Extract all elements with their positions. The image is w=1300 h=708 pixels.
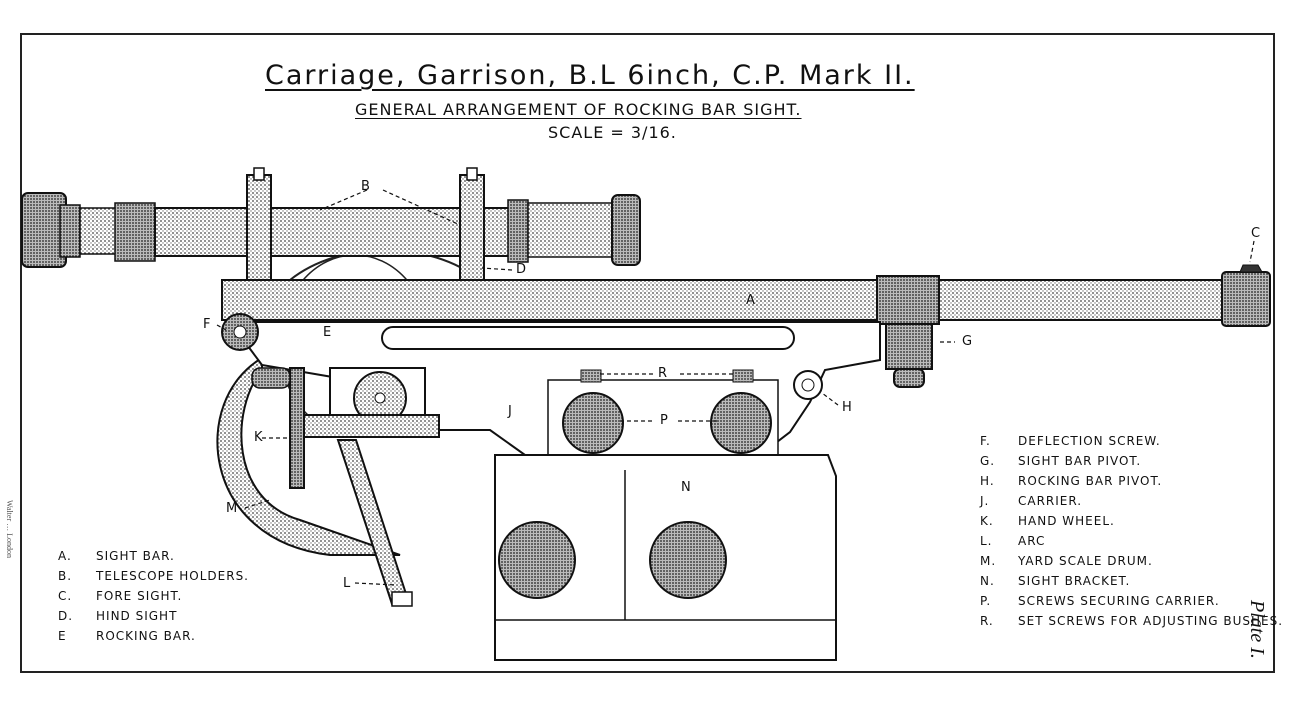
legend-right: F.DEFLECTION SCREW. G.SIGHT BAR PIVOT. H…: [980, 434, 1283, 634]
drawing-title: Carriage, Garrison, B.L 6inch, C.P. Mark…: [265, 60, 915, 91]
printer-imprint: Walter … London: [5, 500, 14, 559]
hand-wheel: [251, 367, 440, 489]
callout-d: D: [516, 262, 527, 277]
callout-k: K: [254, 430, 263, 445]
deflection-screw: [221, 313, 259, 351]
legend-item: R.SET SCREWS FOR ADJUSTING BUSHES.: [980, 614, 1284, 628]
legend-item: H.ROCKING BAR PIVOT.: [980, 474, 1163, 488]
sight-bar: [221, 264, 1271, 327]
sight-bracket: [494, 454, 837, 661]
drawing-subtitle: GENERAL ARRANGEMENT OF ROCKING BAR SIGHT…: [355, 100, 802, 119]
legend-item: A.SIGHT BAR.: [58, 549, 175, 563]
plate-label: Plate I.: [1246, 600, 1268, 659]
arc: [336, 439, 413, 607]
drawing-scale: SCALE = 3/16.: [548, 123, 677, 142]
legend-item: B.TELESCOPE HOLDERS.: [58, 569, 249, 583]
legend-item: M.YARD SCALE DRUM.: [980, 554, 1153, 568]
callout-a: A: [746, 293, 755, 308]
callout-f: F: [203, 317, 211, 332]
carrier-screws: [562, 392, 772, 454]
callout-n: N: [681, 480, 691, 495]
legend-item: L.ARC: [980, 534, 1046, 548]
callout-g: G: [962, 334, 973, 349]
legend-item: P.SCREWS SECURING CARRIER.: [980, 594, 1220, 608]
legend-item: D.HIND SIGHT: [58, 609, 178, 623]
leader-lines: [216, 189, 1255, 586]
callout-b: B: [361, 179, 370, 194]
legend-item: J.CARRIER.: [980, 494, 1083, 508]
callout-h: H: [842, 400, 852, 415]
callout-r: R: [658, 366, 668, 381]
legend-left: A.SIGHT BAR. B.TELESCOPE HOLDERS. C.FORE…: [58, 549, 249, 649]
rocking-bar-pivot: [793, 370, 823, 400]
legend-item: F.DEFLECTION SCREW.: [980, 434, 1161, 448]
legend-item: G.SIGHT BAR PIVOT.: [980, 454, 1142, 468]
set-screws: [580, 369, 754, 383]
callout-l: L: [343, 576, 351, 591]
telescope: [21, 192, 641, 268]
callout-j: J: [508, 404, 512, 419]
sight-bar-pivot: [885, 323, 933, 388]
callout-e: E: [323, 325, 332, 340]
callout-m: M: [226, 501, 238, 516]
drawing-frame: [20, 33, 1275, 673]
legend-item: C.FORE SIGHT.: [58, 589, 183, 603]
callout-c: C: [1251, 226, 1261, 241]
carrier: [329, 367, 779, 456]
callout-p: P: [660, 413, 668, 428]
legend-item: N.SIGHT BRACKET.: [980, 574, 1131, 588]
legend-item: K.HAND WHEEL.: [980, 514, 1115, 528]
